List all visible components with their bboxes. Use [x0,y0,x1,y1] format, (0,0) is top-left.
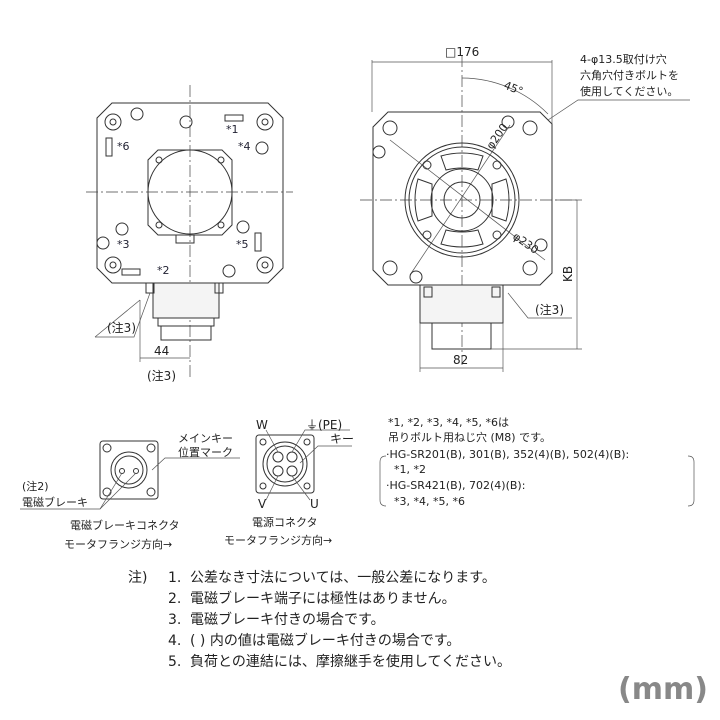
bolt-label-3: *3 [117,238,130,251]
dim-82: 82 [453,353,468,367]
bolt-note-line-1: *1, *2, *3, *4, *5, *6は [388,416,509,429]
power-connector-title: 電源コネクタ [252,515,318,529]
note-2-ref: (注2) [22,479,49,493]
bolt-note-line-2: 吊りボルト用ねじ穴 (M8) です。 [388,430,551,444]
left-view-rear: *1 *2 *3 *4 *5 *6 (注3) 44 (注3) [86,85,293,383]
unit-label: (mm) [618,672,708,707]
power-direction: モータフランジ方向→ [224,533,332,547]
right-view-front: □176 45° φ200 φ230 82 KB (注3) [360,45,690,372]
note-ref-3-left: (注3) [107,320,136,335]
bolt-note-item-1: ·HG-SR201(B), 301(B), 352(4)(B), 502(4)(… [386,448,629,461]
note-ref-3-dim: (注3) [147,368,176,383]
note-text: 電磁ブレーキ端子には極性はありません。 [190,591,456,607]
note-number: 3. [168,612,182,628]
bolt-label-6: *6 [117,140,130,153]
bolt-label-5: *5 [236,238,249,251]
note-item: 5. 負荷との連結には、摩擦継手を使用してください。 [128,652,511,673]
note-number: 2. [168,591,182,607]
bolt-label-4: *4 [238,140,251,153]
mount-callout-1: 4-φ13.5取付け穴 [580,52,667,66]
note-item: 注) 1. 公差なき寸法については、一般公差になります。 [128,568,511,589]
bolt-label-2: *2 [157,264,170,277]
notes-list: 注) 1. 公差なき寸法については、一般公差になります。 2. 電磁ブレーキ端子には極… [128,568,511,673]
note-item: 4. ( ) 内の値は電磁ブレーキ付きの場合です。 [128,631,511,652]
pin-pe: ⏚(PE) [306,418,342,432]
main-key-label-2: 位置マーク [178,445,233,459]
dim-kb: KB [561,266,575,282]
mount-callout-3: 使用してください。 [580,85,678,98]
note-text: 電磁ブレーキ付きの場合です。 [190,612,385,628]
notes-prefix: 注) [128,570,148,586]
bolt-label-1: *1 [226,123,239,136]
mount-callout-2: 六角穴付きボルトを [580,68,679,82]
note-text: ( ) 内の値は電磁ブレーキ付きの場合です。 [190,633,461,649]
bolt-note-item-3: ·HG-SR421(B), 702(4)(B): [386,479,525,492]
brake-connector: メインキー 位置マーク (注2) 電磁ブレーキ 電磁ブレーキコネクタ モータフラ… [20,432,240,551]
bolt-note-item-2: *1, *2 [394,463,426,476]
bolt-note-item-4: *3, *4, *5, *6 [394,495,465,508]
note-number: 1. [168,570,182,586]
note-number: 5. [168,654,182,670]
key-label: キー [330,432,354,446]
bolt-note: *1, *2, *3, *4, *5, *6は 吊りボルト用ねじ穴 (M8) で… [379,416,695,508]
pin-w: W [256,418,268,432]
power-connector: W ⏚(PE) キー V U 電源コネクタ モータフランジ方向→ [224,418,354,547]
dim-square-176: □176 [445,45,479,59]
note-item: 2. 電磁ブレーキ端子には極性はありません。 [128,589,511,610]
brake-direction: モータフランジ方向→ [64,537,172,551]
pin-v: V [258,497,267,511]
dia-200: φ200 [484,121,511,152]
dim-44: 44 [154,344,169,358]
dia-230: φ230 [510,230,541,257]
brake-connector-title: 電磁ブレーキコネクタ [70,518,180,532]
note-item: 3. 電磁ブレーキ付きの場合です。 [128,610,511,631]
note-ref-3-right: (注3) [535,302,564,317]
pin-u: U [310,497,319,511]
brake-label: 電磁ブレーキ [22,495,88,509]
main-key-label-1: メインキー [178,432,233,445]
angle-45: 45° [502,79,525,98]
note-text: 公差なき寸法については、一般公差になります。 [190,570,496,586]
note-number: 4. [168,633,182,649]
note-text: 負荷との連結には、摩擦継手を使用してください。 [190,654,512,670]
